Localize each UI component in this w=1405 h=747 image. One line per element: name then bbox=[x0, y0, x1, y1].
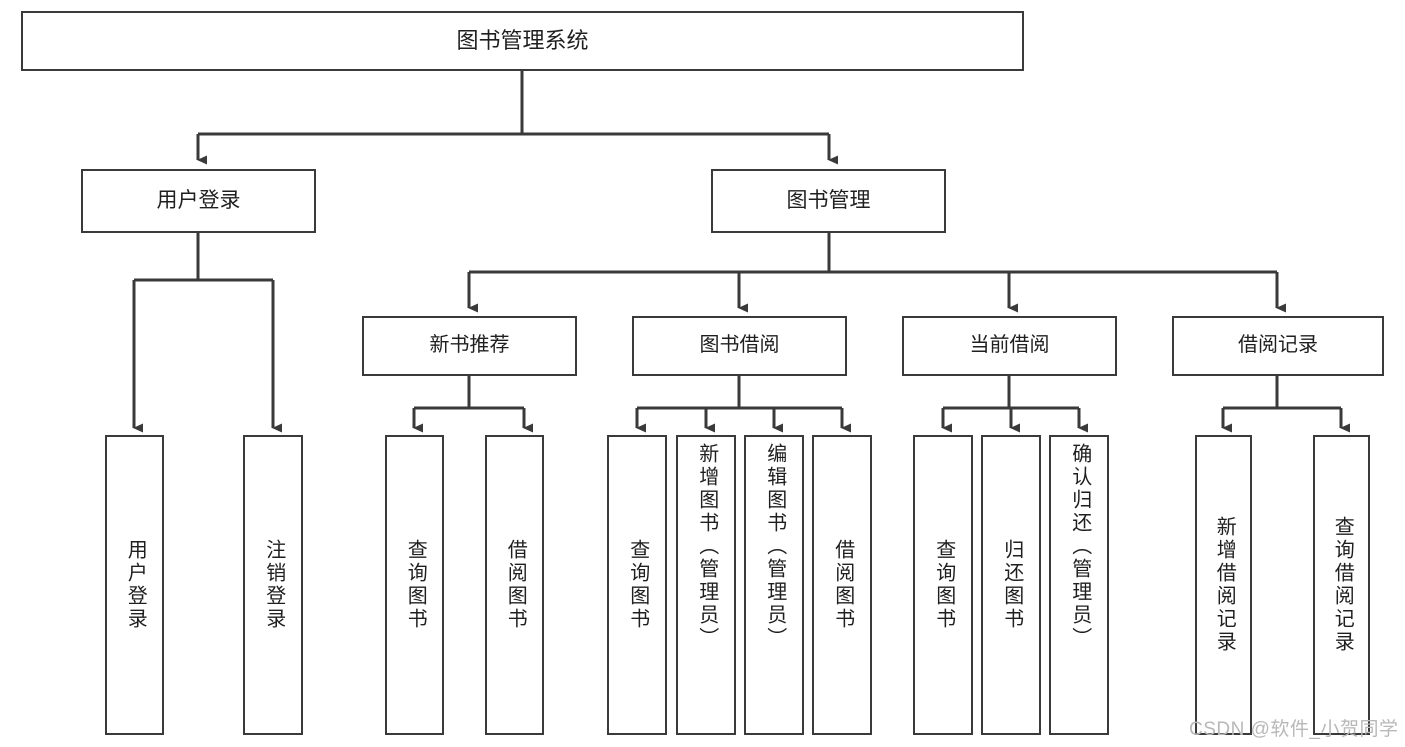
leaf-new-book-borrow-book[interactable]: 借阅图书 bbox=[485, 435, 544, 735]
leaf-user-login-signout[interactable]: 注销登录 bbox=[243, 435, 303, 735]
node-label: 借阅记录 bbox=[1238, 334, 1318, 357]
leaf-book-borrow-query-book[interactable]: 查询图书 bbox=[607, 435, 667, 735]
leaf-current-borrow-return-book[interactable]: 归还图书 bbox=[981, 435, 1041, 735]
node-label: 查询图书 bbox=[626, 539, 649, 631]
node-root-book-management-system[interactable]: 图书管理系统 bbox=[21, 11, 1024, 71]
csdn-watermark: CSDN @软件_小贺同学 bbox=[1189, 719, 1399, 740]
node-label: 用户登录 bbox=[124, 539, 147, 631]
node-book-management[interactable]: 图书管理 bbox=[711, 169, 946, 233]
leaf-current-borrow-query-book[interactable]: 查询图书 bbox=[913, 435, 973, 735]
leaf-borrow-record-add-record[interactable]: 新增借阅记录 bbox=[1195, 435, 1252, 735]
node-user-login[interactable]: 用户登录 bbox=[81, 169, 316, 233]
node-current-borrow[interactable]: 当前借阅 bbox=[902, 316, 1117, 376]
leaf-new-book-query-book[interactable]: 查询图书 bbox=[385, 435, 444, 735]
leaf-current-borrow-confirm-return-admin[interactable]: 确认归还（管理员） bbox=[1049, 435, 1109, 735]
node-book-borrow[interactable]: 图书借阅 bbox=[632, 316, 847, 376]
node-label: 借阅图书 bbox=[831, 539, 854, 631]
leaf-book-borrow-edit-book-admin[interactable]: 编辑图书（管理员） bbox=[744, 435, 804, 735]
node-label: 归还图书 bbox=[1000, 539, 1023, 631]
node-label: 新增借阅记录 bbox=[1213, 516, 1236, 654]
node-label: 注销登录 bbox=[262, 539, 285, 631]
node-label: 图书管理 bbox=[786, 188, 871, 212]
node-label: 新书推荐 bbox=[429, 334, 510, 357]
node-borrow-record[interactable]: 借阅记录 bbox=[1172, 316, 1384, 376]
node-label: 当前借阅 bbox=[969, 334, 1050, 357]
node-label: 借阅图书 bbox=[504, 539, 527, 631]
node-label: 图书管理系统 bbox=[456, 28, 589, 54]
leaf-book-borrow-borrow-book[interactable]: 借阅图书 bbox=[812, 435, 872, 735]
node-label: 查询图书 bbox=[404, 539, 427, 631]
node-label: 图书借阅 bbox=[699, 334, 780, 357]
leaf-book-borrow-add-book-admin[interactable]: 新增图书（管理员） bbox=[676, 435, 736, 735]
node-label: 查询借阅记录 bbox=[1331, 516, 1354, 654]
node-label: 编辑图书（管理员） bbox=[763, 443, 786, 650]
node-label: 查询图书 bbox=[932, 539, 955, 631]
leaf-borrow-record-query-record[interactable]: 查询借阅记录 bbox=[1313, 435, 1370, 735]
node-label: 用户登录 bbox=[156, 188, 241, 212]
leaf-user-login-signin[interactable]: 用户登录 bbox=[105, 435, 164, 735]
node-label: 新增图书（管理员） bbox=[695, 443, 718, 650]
node-label: 确认归还（管理员） bbox=[1068, 443, 1091, 650]
node-new-book-recommend[interactable]: 新书推荐 bbox=[362, 316, 577, 376]
